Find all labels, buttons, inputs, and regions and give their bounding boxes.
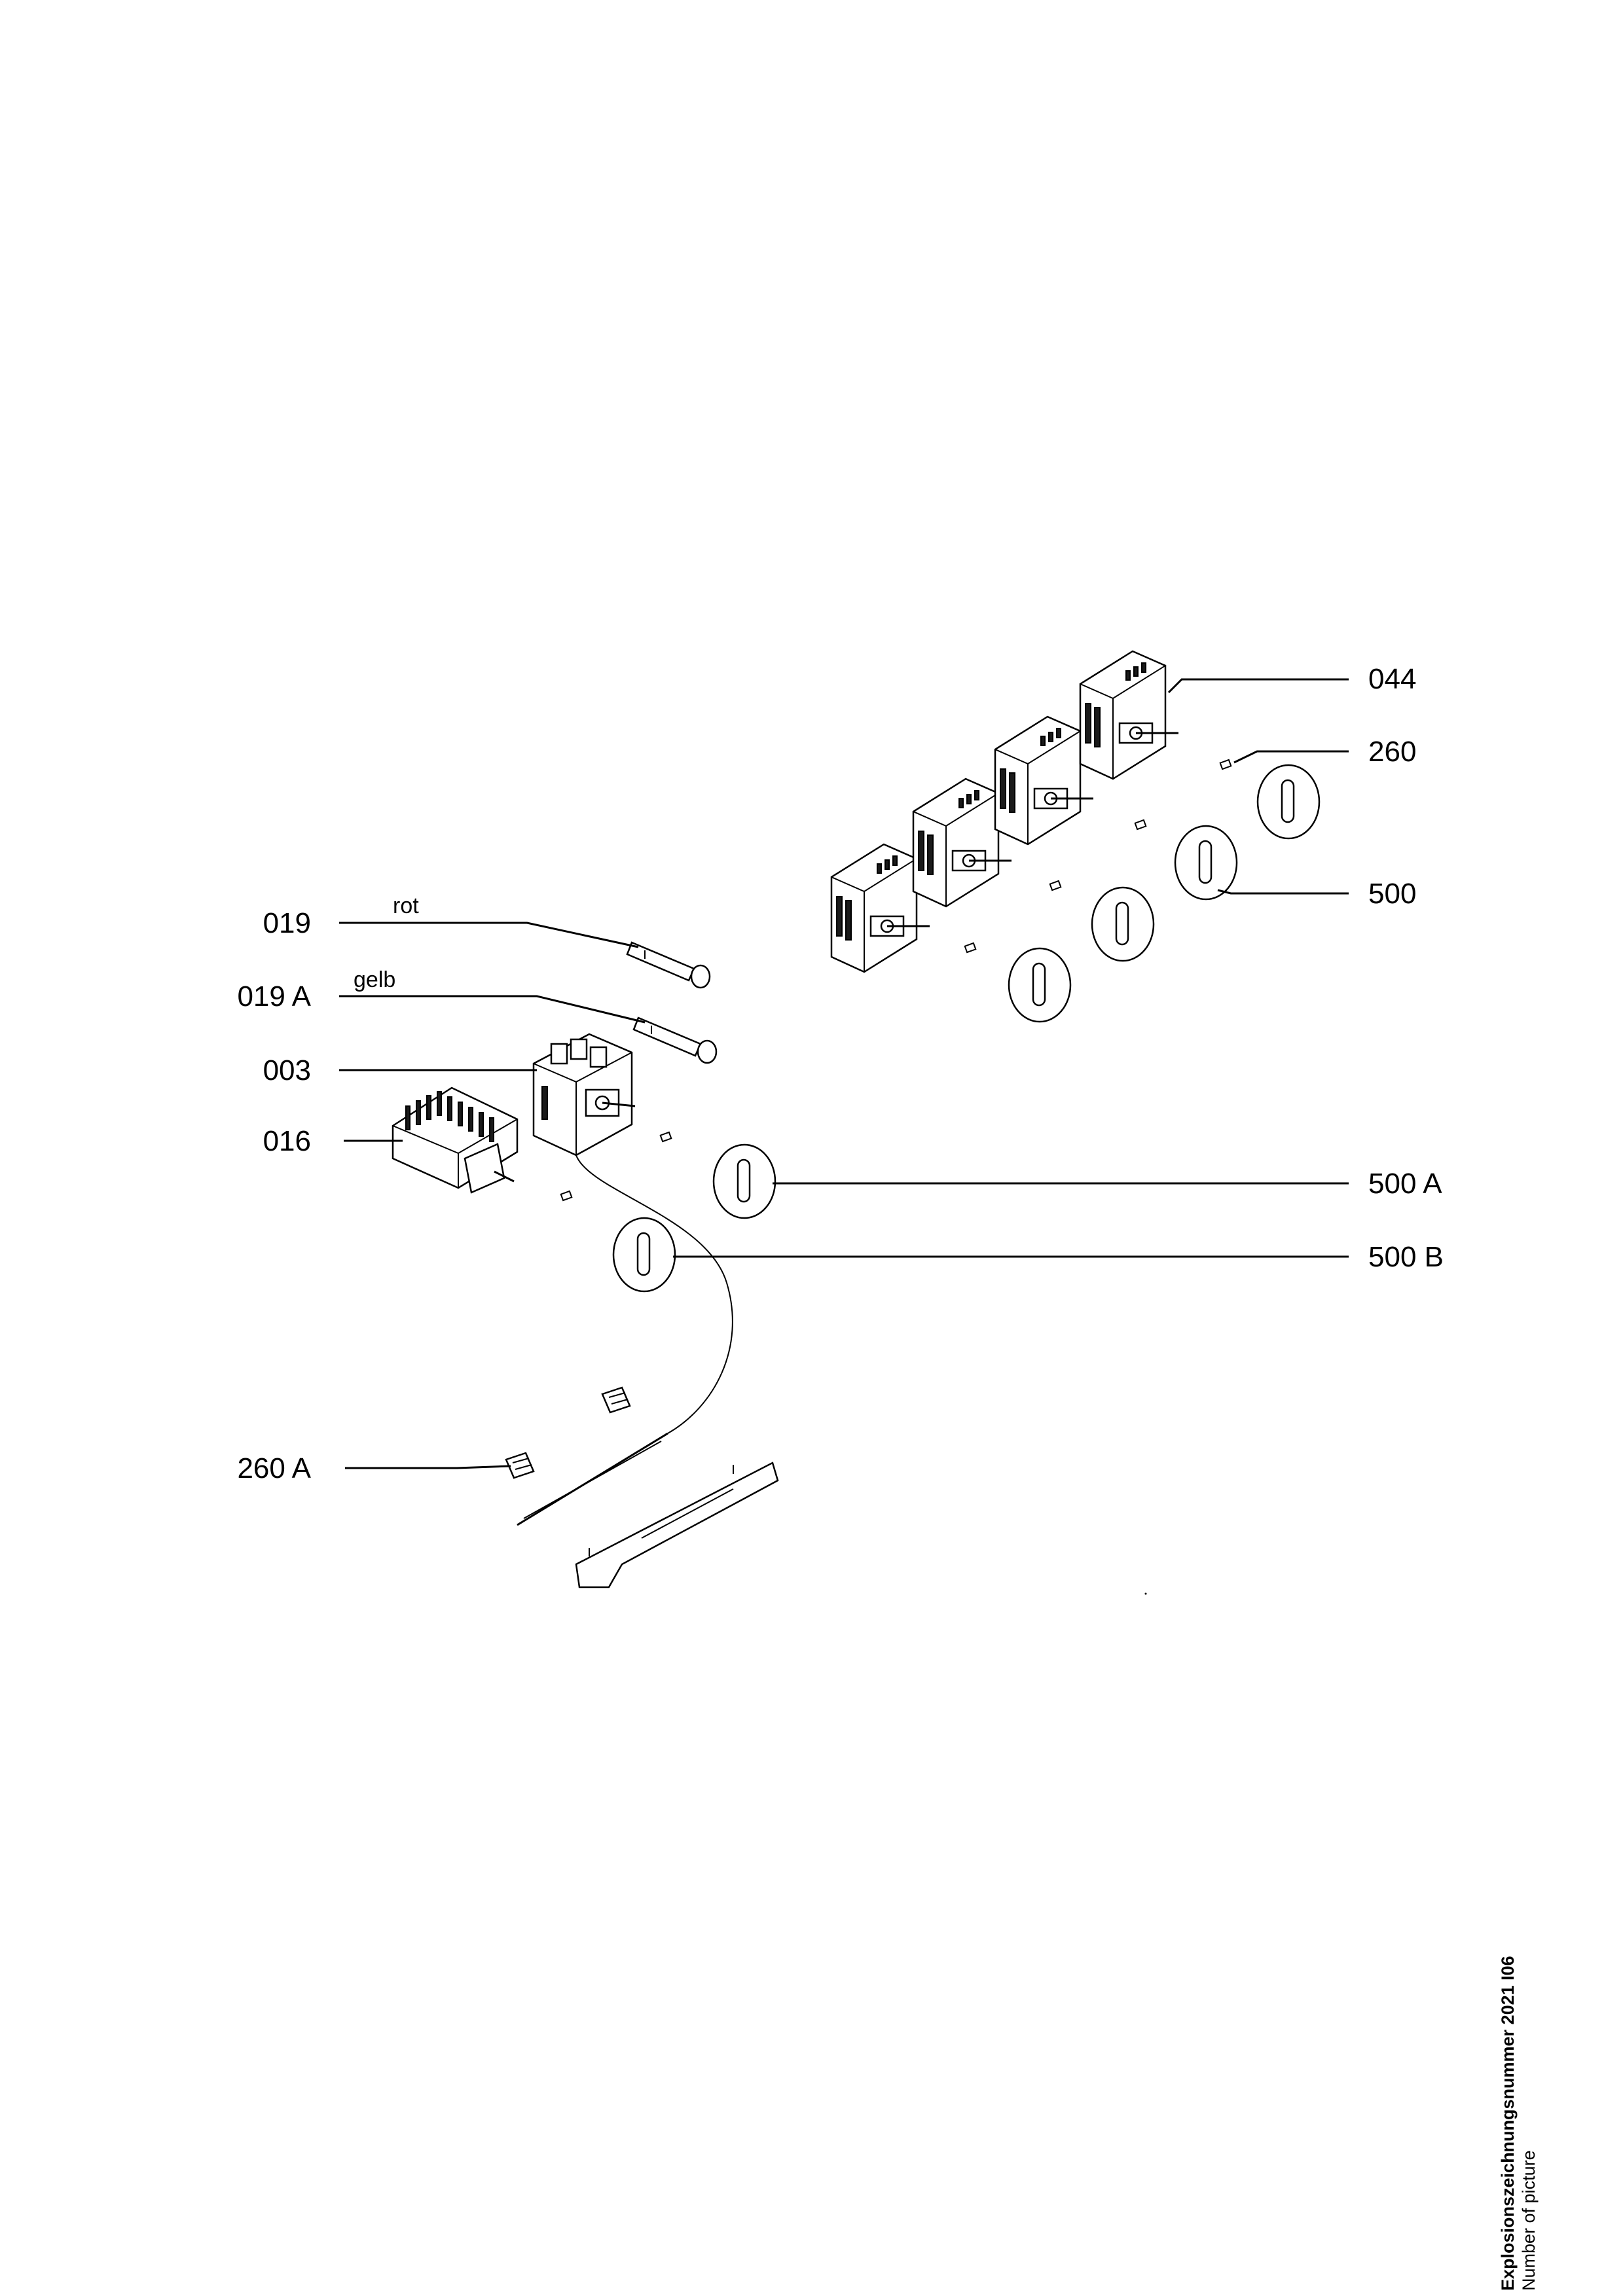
knob-cap-1 bbox=[1008, 947, 1072, 1023]
energy-regulator-group bbox=[830, 650, 1178, 973]
callout-500b: 500 B bbox=[1368, 1241, 1444, 1273]
leader-019 bbox=[339, 922, 639, 948]
knob-cap-500b bbox=[612, 1217, 676, 1293]
knob-cap-3 bbox=[1174, 825, 1238, 901]
capillary-clip-upper bbox=[601, 1386, 631, 1414]
stray-mark bbox=[1144, 1592, 1147, 1595]
callout-260: 260 bbox=[1368, 736, 1416, 768]
leader-260 bbox=[1233, 750, 1349, 764]
callout-019: 019 bbox=[263, 907, 311, 939]
energy-regulator-1 bbox=[830, 843, 930, 973]
callout-003: 003 bbox=[263, 1054, 311, 1086]
knob-cap-4 bbox=[1256, 764, 1321, 840]
energy-regulator-3 bbox=[994, 715, 1093, 846]
selector-switch bbox=[392, 1086, 519, 1194]
indicator-lamp-yellow bbox=[632, 1016, 718, 1064]
leader-019a bbox=[339, 995, 646, 1024]
drawing-number-title: Explosionszeichnungsnummer 2021 I06 bbox=[1498, 1956, 1518, 2291]
switch-terminals bbox=[405, 1091, 494, 1142]
mounting-bracket bbox=[575, 1462, 779, 1588]
leader-044 bbox=[1167, 678, 1349, 694]
indicator-lamp-red bbox=[626, 941, 711, 989]
thermostat bbox=[532, 1033, 636, 1157]
callout-044: 044 bbox=[1368, 663, 1416, 695]
knob-cap-group bbox=[612, 764, 1321, 1293]
drawing-number-rotated: Explosionszeichnungsnummer 2021 I06 Numb… bbox=[1497, 1872, 1539, 2291]
wire-label-rot: rot bbox=[393, 893, 419, 918]
leader-lines bbox=[339, 678, 1349, 1469]
callout-016: 016 bbox=[263, 1125, 311, 1157]
callout-500: 500 bbox=[1368, 878, 1416, 910]
wire-label-gelb: gelb bbox=[354, 967, 395, 992]
thermostat-capillary bbox=[517, 1155, 733, 1526]
drawing-number-block: Explosionszeichnungsnummer 2021 I06 Numb… bbox=[1497, 1872, 1550, 2291]
callout-500a: 500 A bbox=[1368, 1168, 1442, 1200]
capillary-clip-lower bbox=[505, 1452, 535, 1479]
energy-regulator-2 bbox=[912, 778, 1012, 908]
knob-cap-2 bbox=[1091, 886, 1155, 962]
leader-260a bbox=[345, 1465, 511, 1469]
energy-regulator-4 bbox=[1079, 650, 1178, 780]
callout-260a: 260 A bbox=[237, 1452, 311, 1484]
callout-019a: 019 A bbox=[237, 980, 311, 1013]
callout-labels: 044 260 500 019 019 A 003 016 500 A 500 … bbox=[237, 663, 1444, 1484]
leader-500 bbox=[1217, 889, 1349, 895]
spring-clip-group bbox=[560, 759, 1232, 1202]
drawing-number-subtitle: Number of picture bbox=[1519, 2150, 1539, 2291]
knob-cap-500a bbox=[712, 1143, 776, 1219]
